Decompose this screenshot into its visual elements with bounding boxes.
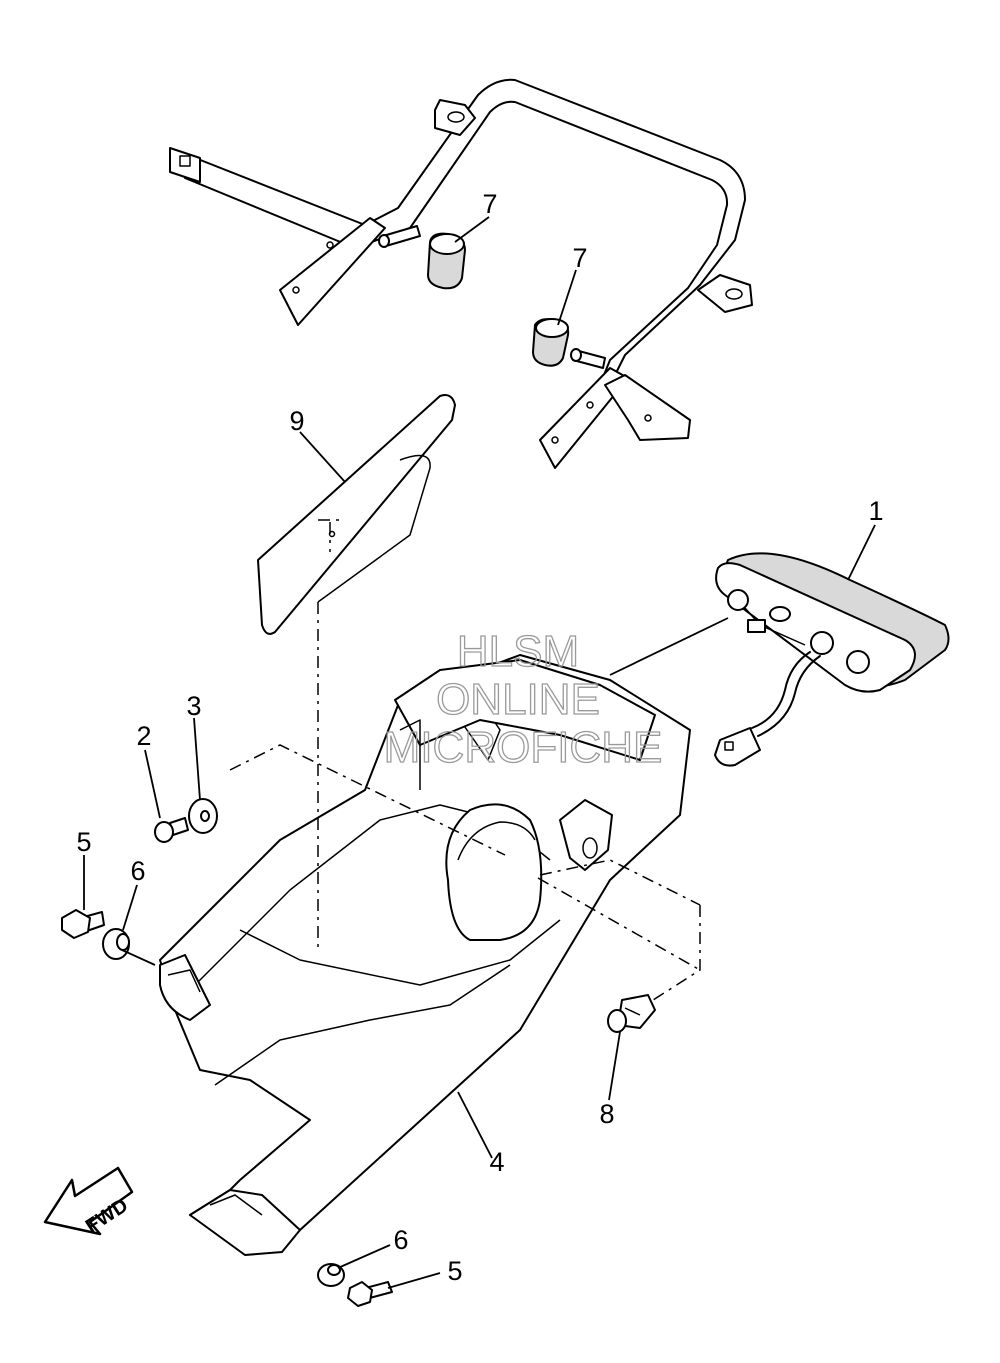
callout-9: 9 xyxy=(289,406,304,436)
clip-nut xyxy=(607,994,656,1033)
callout-8: 8 xyxy=(599,1099,614,1129)
callout-1: 1 xyxy=(868,496,883,526)
grab-bar-pin-left xyxy=(378,225,421,248)
callout-6-upper: 6 xyxy=(130,856,145,886)
bolt-5-lower xyxy=(347,1281,393,1307)
callout-numbers: 7 7 1 9 3 2 5 6 8 4 6 5 xyxy=(76,189,883,1286)
watermark-line3: MICROFICHE xyxy=(384,723,663,772)
watermark-line1: HLSM xyxy=(457,627,579,676)
collar-6-upper xyxy=(102,928,130,960)
grab-bar-pin-right xyxy=(570,348,606,369)
callout-5-upper: 5 xyxy=(76,827,91,857)
collar-6-lower xyxy=(317,1263,345,1287)
washer-3 xyxy=(188,798,218,834)
callout-7-upper: 7 xyxy=(482,189,497,219)
bolt-5-upper xyxy=(61,909,105,939)
label-plate xyxy=(257,394,456,635)
callout-4: 4 xyxy=(489,1147,504,1177)
grab-bar xyxy=(169,78,753,469)
watermark: HLSM ONLINE MICROFICHE xyxy=(383,626,663,772)
watermark-line2: ONLINE xyxy=(436,675,600,724)
screw-2 xyxy=(154,817,189,843)
tail-light xyxy=(714,552,950,767)
callout-5-lower: 5 xyxy=(447,1256,462,1286)
damper-lower xyxy=(532,318,570,367)
callout-3: 3 xyxy=(186,691,201,721)
callout-2: 2 xyxy=(136,721,151,751)
assembly-lines xyxy=(229,602,701,1003)
rear-fender xyxy=(159,654,691,1256)
callout-7-lower: 7 xyxy=(572,243,587,273)
fwd-arrow: FWD xyxy=(43,1166,134,1238)
callout-6-lower: 6 xyxy=(393,1225,408,1255)
leader-lines xyxy=(83,216,876,1289)
damper-upper xyxy=(427,232,466,290)
